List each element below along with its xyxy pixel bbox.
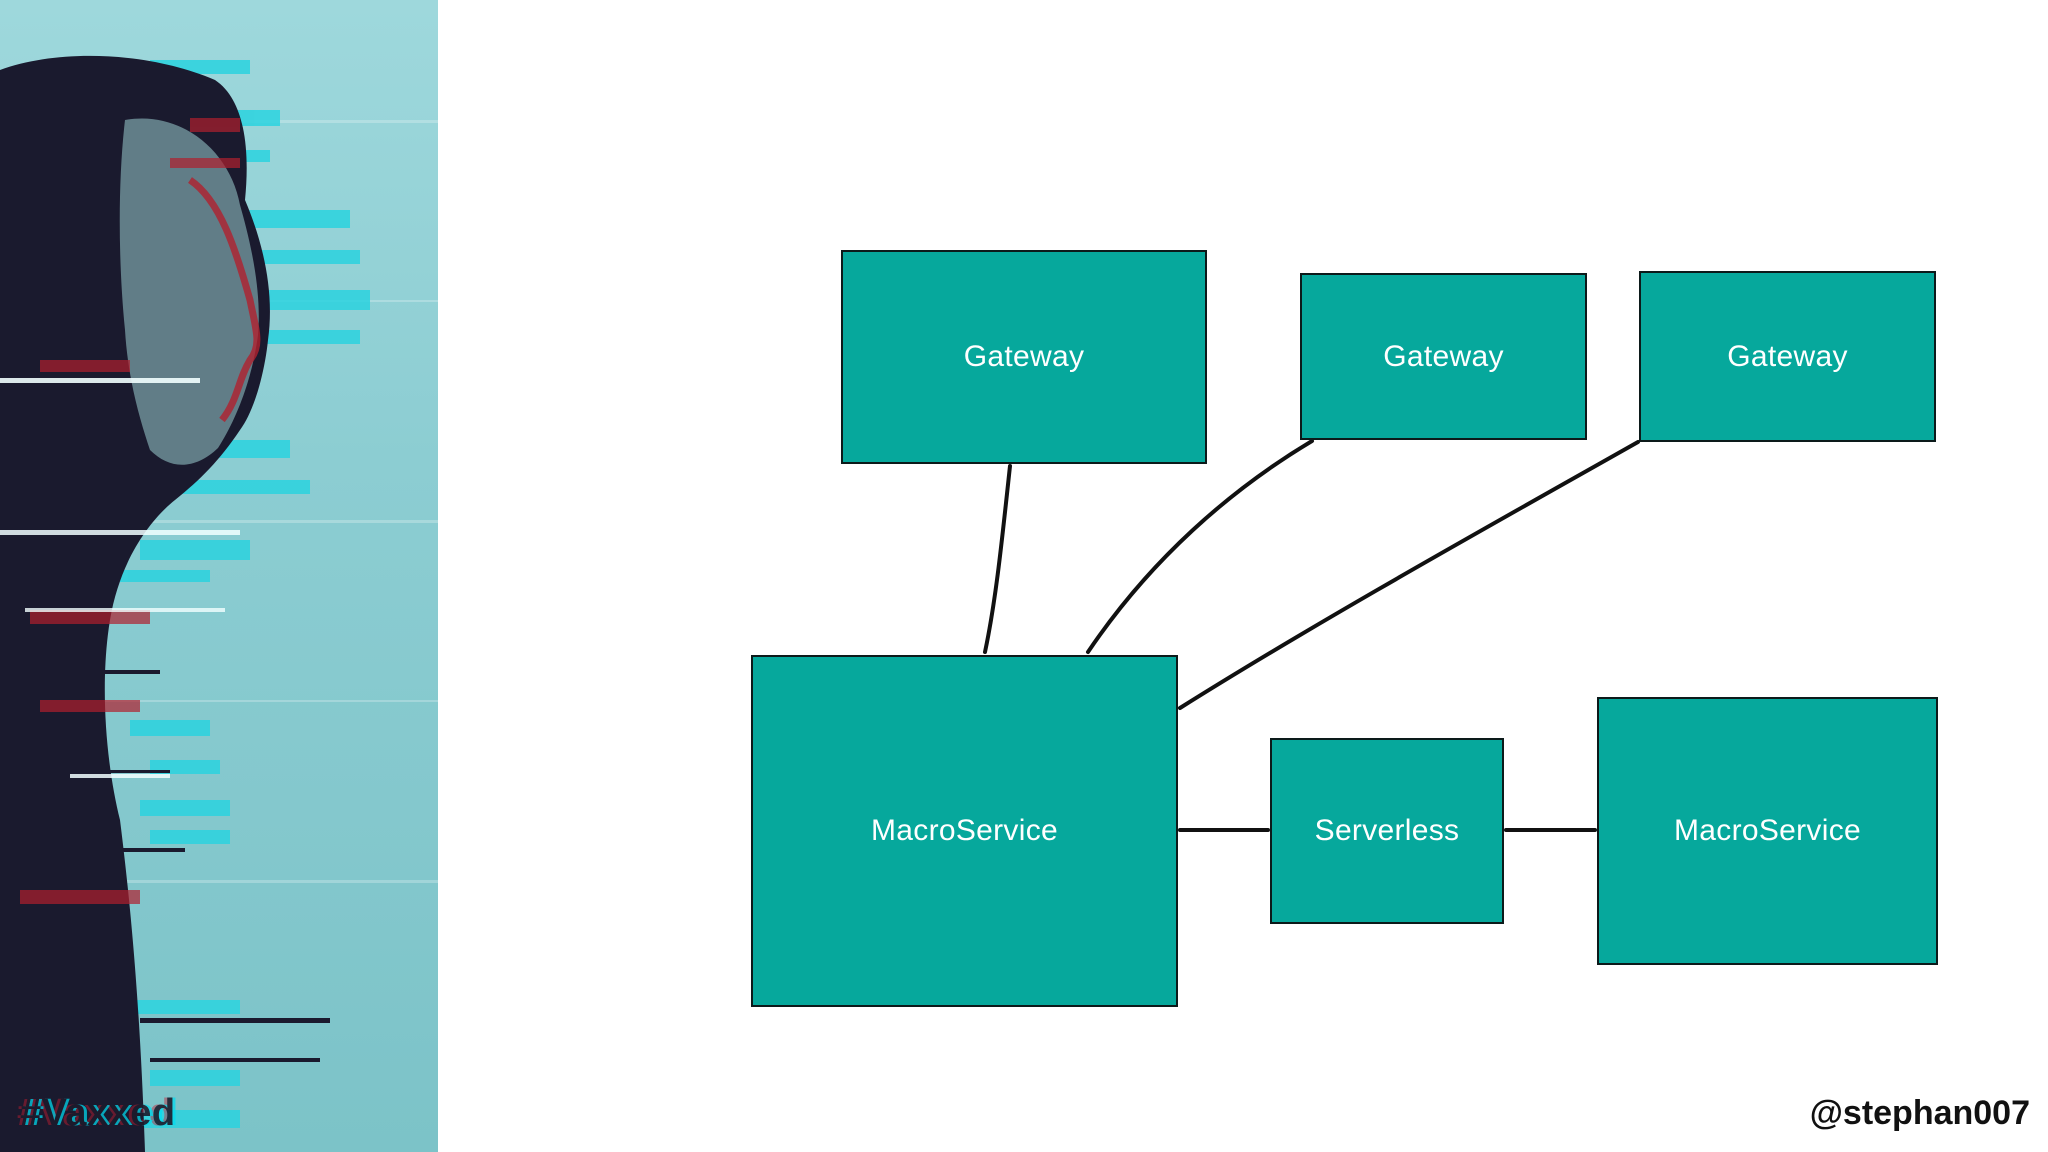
gateway-node-1: Gateway [841,250,1207,464]
author-handle: @stephan007 [1809,1094,2030,1132]
gateway-node-2: Gateway [1300,273,1587,440]
glitch-portrait-illustration [0,55,438,1152]
edge-gateway-2-to-macroservice-1 [1086,439,1314,654]
edge-gateway-3-to-macroservice-1 [1178,440,1640,710]
hashtag-caption: #Vaxxed [20,1092,176,1134]
portrait-image: #Vaxxed [0,0,438,1152]
macroservice-node-1: MacroService [751,655,1178,1007]
macroservice-node-2-label: MacroService [1674,814,1861,847]
edge-gateway-1-to-macroservice-1 [983,464,1012,654]
serverless-node: Serverless [1270,738,1504,924]
macroservice-node-1-label: MacroService [871,814,1058,847]
gateway-node-3-label: Gateway [1727,339,1848,373]
serverless-node-label: Serverless [1314,814,1460,847]
macroservice-node-2: MacroService [1597,697,1938,965]
gateway-node-3: Gateway [1639,271,1936,442]
gateway-node-2-label: Gateway [1383,339,1504,373]
gateway-node-1-label: Gateway [963,340,1085,373]
